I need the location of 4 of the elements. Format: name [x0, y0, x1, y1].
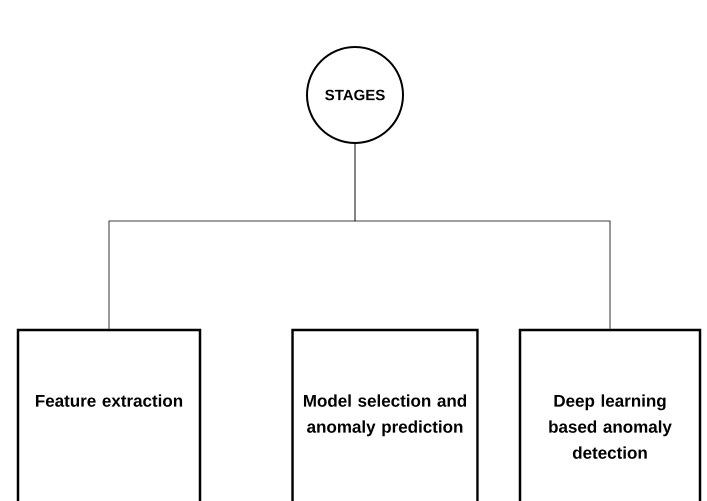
stage-box: Deep learning based anomaly detection — [518, 328, 702, 501]
stage-box: Model selection and anomaly prediction — [291, 328, 479, 501]
stage-box: Feature extraction — [16, 328, 202, 501]
connector-line — [354, 144, 610, 330]
